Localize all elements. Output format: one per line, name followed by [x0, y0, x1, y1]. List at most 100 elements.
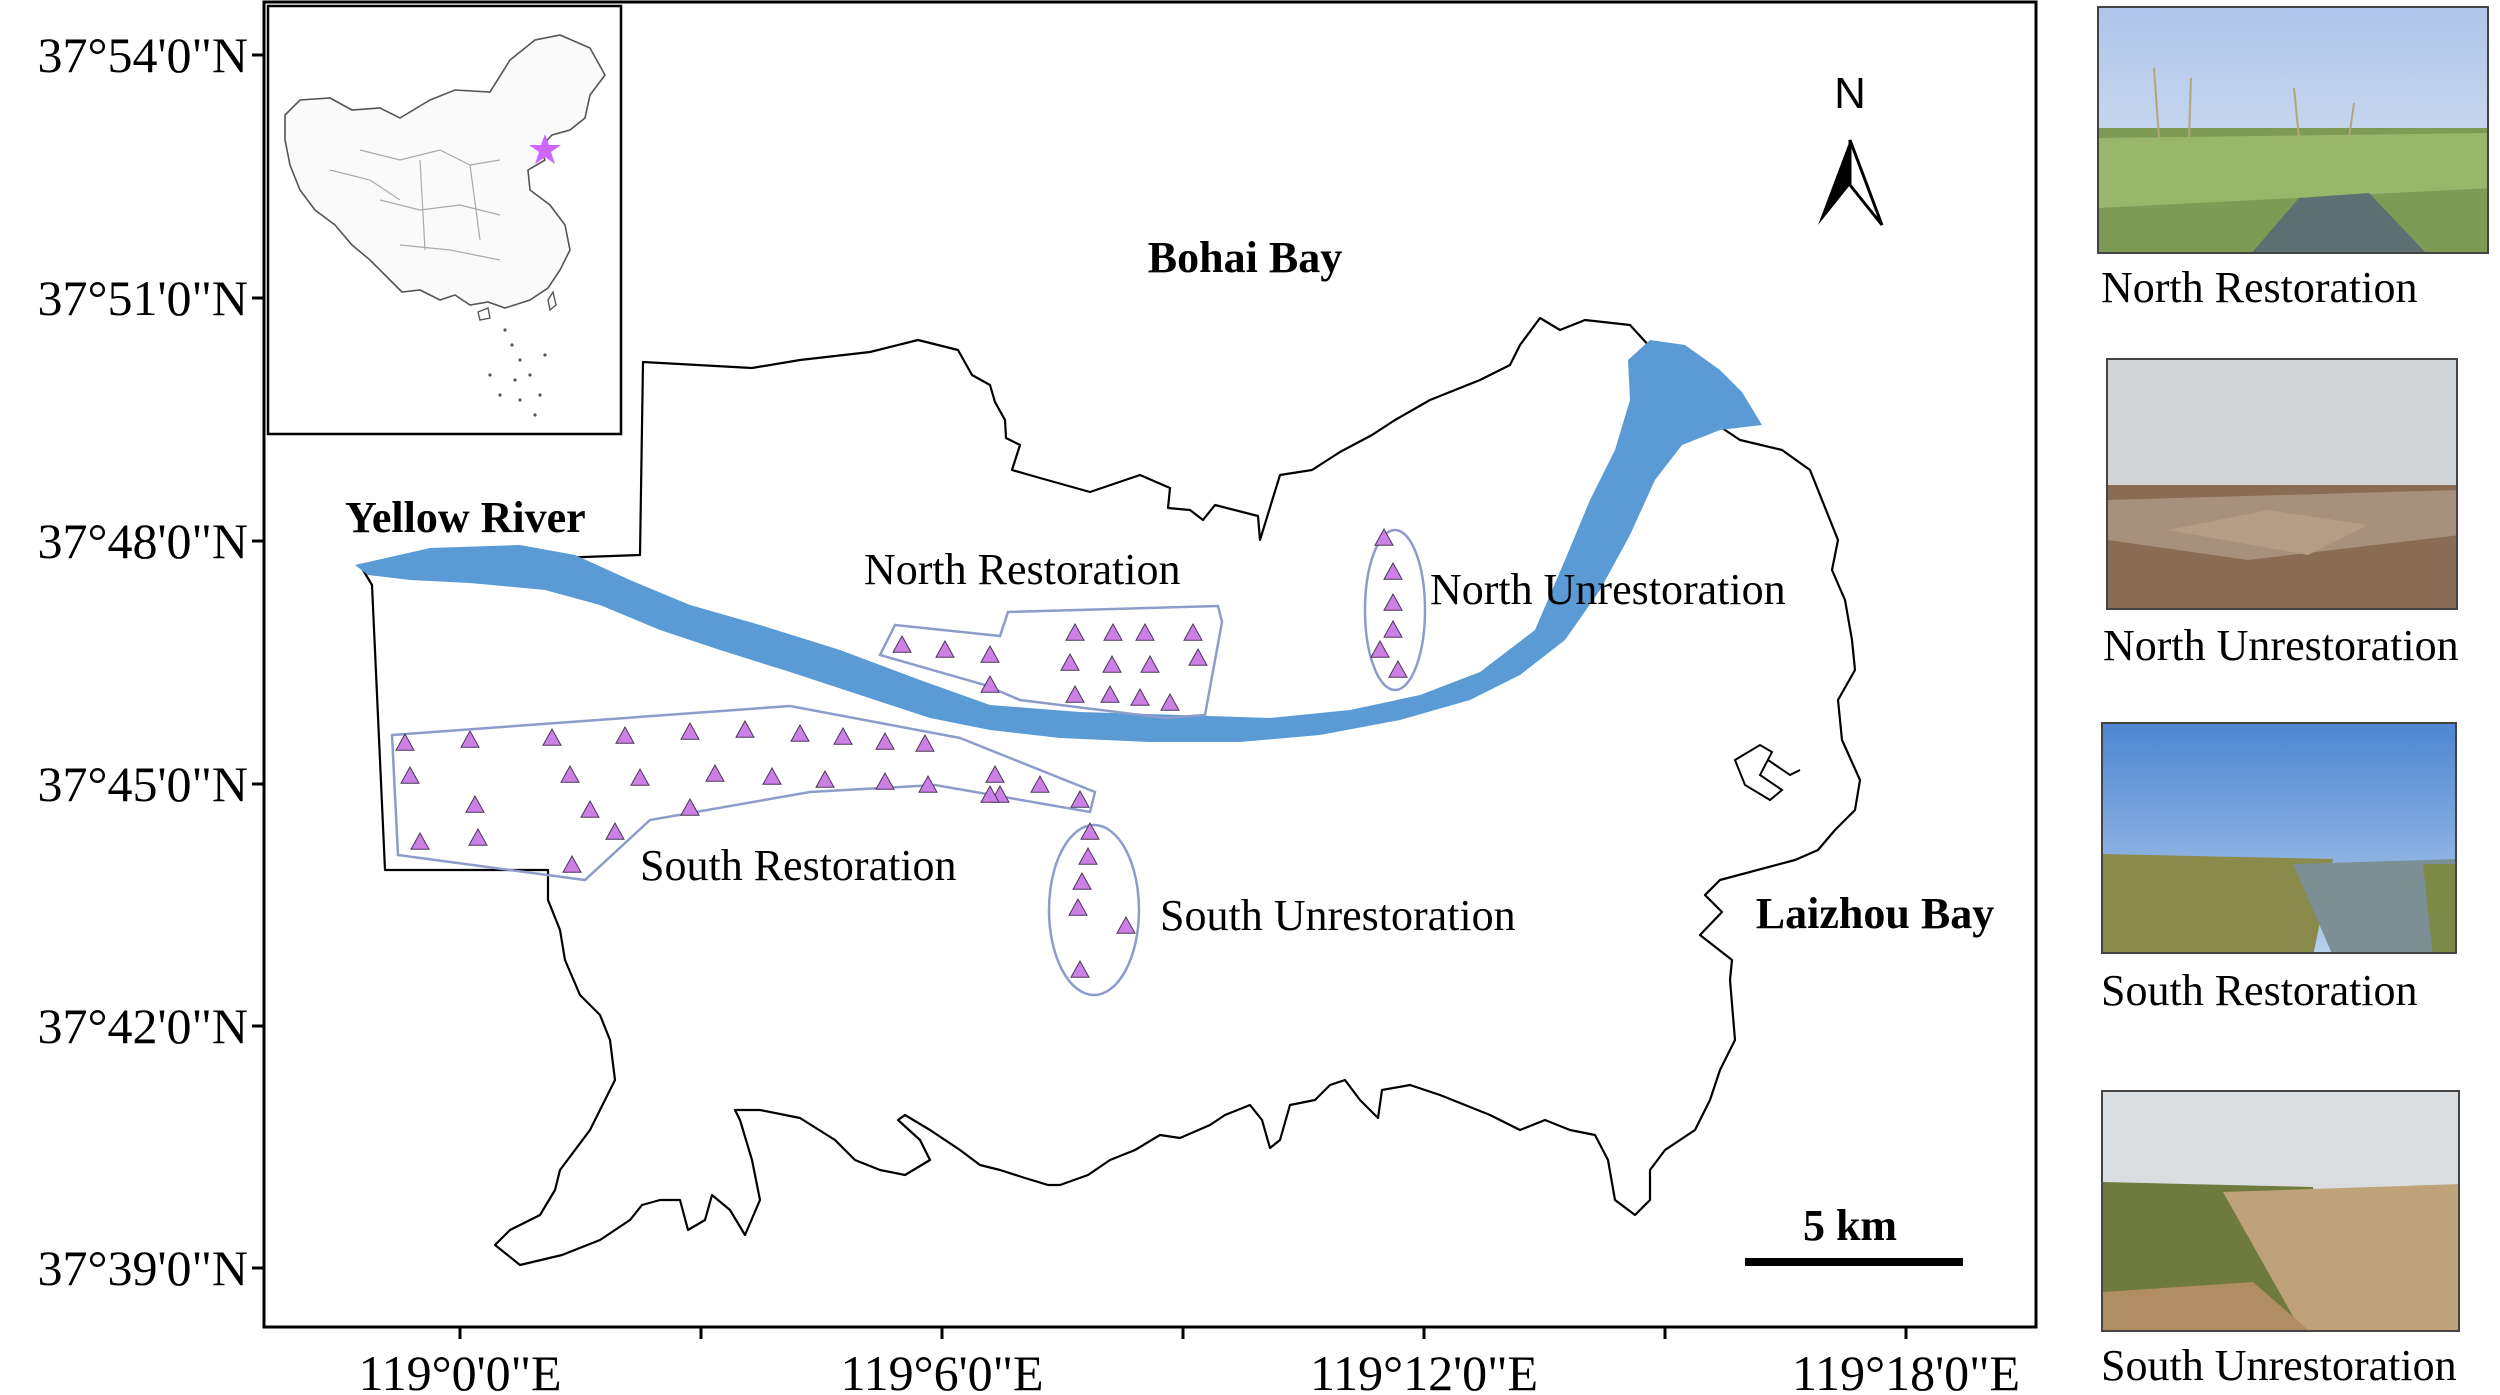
photo-south-unrestoration [2101, 1090, 2460, 1332]
sampling-site-marker [980, 644, 1000, 663]
sampling-site-marker [1370, 639, 1390, 658]
sampling-site-marker [542, 727, 562, 746]
sampling-site-marker [1116, 915, 1136, 934]
sampling-site-marker [580, 799, 600, 818]
china-inset-map [266, 4, 623, 436]
lat-label-1: 37°54'0"N [37, 27, 248, 83]
sampling-site-marker [892, 634, 912, 653]
longitude-ticks [458, 1327, 1908, 1339]
scale-bar: 5 km [1745, 1201, 1963, 1266]
sampling-site-marker [1100, 684, 1120, 703]
sampling-site-marker [1070, 959, 1090, 978]
sampling-site-marker [562, 854, 582, 873]
sampling-site-marker [1388, 659, 1408, 678]
sampling-site-marker [1065, 622, 1085, 641]
south-restoration-label: South Restoration [640, 841, 957, 890]
sampling-site-marker [1068, 897, 1088, 916]
sampling-site-marker [1072, 871, 1092, 890]
sampling-site-marker [1078, 846, 1098, 865]
caption-north-unrestoration: North Unrestoration [2103, 621, 2459, 670]
sampling-site-marker [980, 674, 1000, 693]
sampling-site-marker [1102, 654, 1122, 673]
caption-north-restoration: North Restoration [2101, 263, 2418, 312]
reeds-channel-image [2099, 8, 2487, 252]
sampling-site-marker [560, 764, 580, 783]
latitude-ticks [252, 53, 264, 1270]
north-restoration-label: North Restoration [864, 545, 1181, 594]
sampling-site-marker [980, 784, 1000, 803]
photo-south-restoration [2101, 722, 2457, 954]
north-arrow-icon: N [1818, 69, 1884, 226]
south-restoration-area [390, 704, 1097, 882]
sampling-site-marker [1383, 592, 1403, 611]
study-site-star-icon [529, 134, 561, 164]
sampling-site-marker [680, 721, 700, 740]
sampling-site-marker [762, 766, 782, 785]
sampling-site-marker [410, 831, 430, 850]
sampling-site-marker [468, 827, 488, 846]
photo-north-restoration [2097, 6, 2489, 254]
north-arrow-label: N [1834, 69, 1866, 118]
sampling-site-marker [1060, 652, 1080, 671]
south-unrestoration-area [1047, 823, 1141, 997]
sampling-site-marker [1130, 687, 1150, 706]
reed-river-image [2103, 724, 2455, 952]
inset-islands [477, 290, 557, 321]
sampling-site-marker [400, 765, 420, 784]
caption-south-restoration: South Restoration [2101, 966, 2418, 1015]
sampling-site-marker [985, 764, 1005, 783]
sampling-site-marker [1374, 527, 1394, 546]
lon-label-3: 119°12'0"E [1310, 1345, 1538, 1395]
sampling-site-marker [735, 719, 755, 738]
sampling-site-marker [1030, 774, 1050, 793]
sampling-site-marker [615, 725, 635, 744]
lon-label-2: 119°6'0"E [840, 1345, 1043, 1395]
study-area-outline [358, 316, 1862, 1267]
sampling-site-marker [833, 726, 853, 745]
sampling-site-marker [1070, 789, 1090, 808]
sampling-site-marker [790, 723, 810, 742]
coastal-inlet-2 [1767, 759, 1801, 777]
lat-label-2: 37°51'0"N [37, 270, 248, 326]
map-frame [262, 0, 2038, 1329]
sampling-site-marker [875, 731, 895, 750]
sampling-site-marker [465, 794, 485, 813]
lat-label-4: 37°45'0"N [37, 756, 248, 812]
sampling-site-marker [1065, 684, 1085, 703]
yellow-river [355, 340, 1762, 742]
sampling-site-marker [1135, 622, 1155, 641]
sampling-site-marker [1383, 561, 1403, 580]
sampling-site-marker [630, 767, 650, 786]
china-outline [284, 34, 606, 309]
reed-bank-image [2103, 1092, 2458, 1330]
sampling-site-marker [605, 821, 625, 840]
north-restoration-area [878, 604, 1224, 720]
inset-province-lines [329, 149, 501, 261]
sampling-site-marker [1103, 622, 1123, 641]
sampling-site-marker [935, 639, 955, 658]
lon-label-4: 119°18'0"E [1792, 1345, 2020, 1395]
yellow-river-label: Yellow River [345, 493, 586, 542]
sampling-site-marker [1383, 619, 1403, 638]
lat-label-3: 37°48'0"N [37, 513, 248, 569]
lat-label-6: 37°39'0"N [37, 1240, 248, 1296]
sampling-site-marker [815, 769, 835, 788]
lon-label-1: 119°0'0"E [358, 1345, 561, 1395]
sampling-site-marker [1183, 622, 1203, 641]
sampling-site-marker [1140, 654, 1160, 673]
sampling-site-marker [460, 729, 480, 748]
sampling-site-marker [875, 771, 895, 790]
south-unrestoration-label: South Unrestoration [1160, 891, 1516, 940]
laizhou-bay-label: Laizhou Bay [1756, 889, 1994, 938]
mudflat-image [2108, 360, 2456, 608]
sampling-site-marker [1080, 821, 1100, 840]
sampling-site-marker [395, 732, 415, 751]
sampling-site-marker [1188, 647, 1208, 666]
caption-south-unrestoration: South Unrestoration [2101, 1341, 2457, 1390]
scale-bar-label: 5 km [1803, 1201, 1897, 1250]
inset-south-sea-dots [488, 328, 547, 417]
sampling-site-marker [915, 733, 935, 752]
sampling-site-marker [680, 797, 700, 816]
coastal-inlet [1733, 743, 1784, 802]
